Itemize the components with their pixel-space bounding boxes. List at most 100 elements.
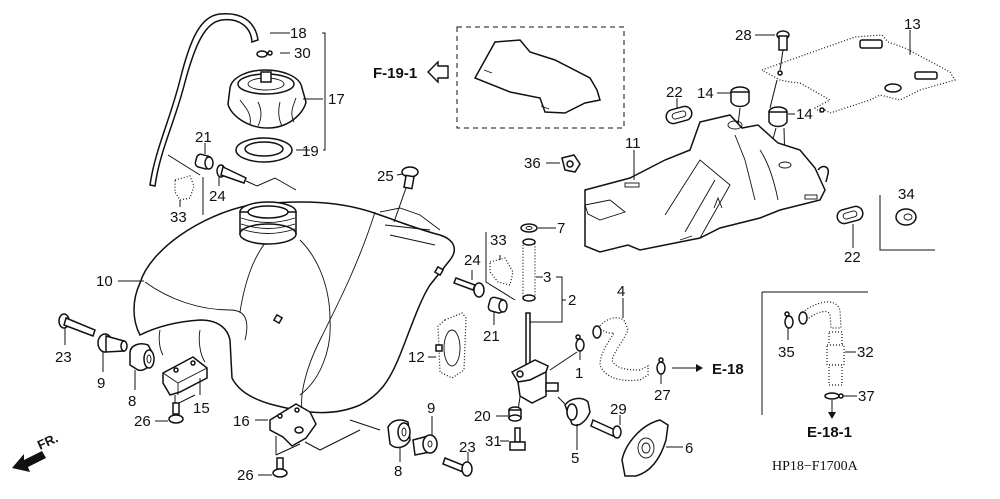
collar-9-center[interactable] (412, 434, 438, 456)
bolt-23-left[interactable] (58, 313, 96, 337)
heat-guard-reference (473, 39, 601, 114)
screw-26-lower[interactable] (272, 457, 288, 478)
screw-25[interactable] (401, 166, 419, 190)
rubber-cushion-8-left[interactable] (129, 343, 155, 372)
drain-tube-32[interactable] (798, 301, 845, 386)
callout-36[interactable]: 36 (524, 155, 541, 172)
callout-10[interactable]: 10 (96, 273, 113, 290)
callout-9-center[interactable]: 9 (427, 400, 435, 417)
callout-8-center[interactable]: 8 (394, 463, 402, 480)
strainer-3[interactable] (522, 238, 536, 302)
callout-19[interactable]: 19 (302, 143, 319, 160)
callout-29[interactable]: 29 (610, 401, 627, 418)
bolt-23-center[interactable] (442, 457, 473, 477)
callout-22-upper[interactable]: 22 (666, 84, 683, 101)
callout-6[interactable]: 6 (685, 440, 693, 457)
clip-30[interactable] (256, 50, 273, 58)
rubber-cushion-8-center[interactable] (387, 419, 411, 449)
bracket-16[interactable] (269, 403, 317, 447)
fuel-hose-4[interactable] (592, 317, 649, 382)
clip-37[interactable] (824, 392, 844, 400)
callout-26-left[interactable]: 26 (134, 413, 151, 430)
callout-4[interactable]: 4 (617, 283, 625, 300)
callout-20[interactable]: 20 (474, 408, 491, 425)
callout-8-left[interactable]: 8 (128, 393, 136, 410)
callout-5[interactable]: 5 (571, 450, 579, 467)
bracket-15[interactable] (162, 356, 208, 396)
callout-33-upper[interactable]: 33 (170, 209, 187, 226)
valve-cover-6[interactable] (621, 419, 669, 477)
collar-9-left[interactable] (97, 333, 128, 353)
callout-14-a[interactable]: 14 (697, 85, 714, 102)
callout-33-center[interactable]: 33 (490, 232, 507, 249)
plate-13[interactable] (760, 34, 956, 114)
clamp-36[interactable] (561, 154, 581, 173)
callout-23-left[interactable]: 23 (55, 349, 72, 366)
ref-e18-1[interactable]: E-18-1 (807, 424, 852, 441)
dashed-reference-box (456, 26, 625, 129)
valve-lever-5[interactable] (564, 397, 591, 426)
clip-1[interactable] (575, 334, 585, 352)
clip-27[interactable] (656, 357, 666, 375)
collar-21-center[interactable] (487, 296, 508, 314)
collar-21-upper[interactable] (194, 153, 214, 170)
clip-35[interactable] (784, 311, 794, 329)
screw-26-left[interactable] (168, 402, 184, 424)
screw-29[interactable] (590, 418, 622, 439)
callout-22-lower[interactable]: 22 (844, 249, 861, 266)
callout-18[interactable]: 18 (290, 25, 307, 42)
fuel-tank-10[interactable] (133, 201, 456, 414)
callout-32[interactable]: 32 (857, 344, 874, 361)
front-label: FR. (35, 430, 60, 452)
bolt-31[interactable] (509, 427, 526, 451)
heat-guard-11[interactable] (584, 114, 830, 253)
hose-clip-33-center[interactable] (489, 257, 514, 286)
callout-2[interactable]: 2 (568, 292, 576, 309)
breather-hose-18[interactable] (149, 12, 259, 187)
callout-25[interactable]: 25 (377, 168, 394, 185)
callout-12[interactable]: 12 (408, 349, 425, 366)
callout-24-upper[interactable]: 24 (209, 188, 226, 205)
callout-7[interactable]: 7 (557, 220, 565, 237)
callout-35[interactable]: 35 (778, 344, 795, 361)
callout-11[interactable]: 11 (625, 135, 641, 152)
washer-7[interactable] (520, 223, 538, 233)
cap-gasket-19[interactable] (235, 137, 293, 163)
callout-24-center[interactable]: 24 (464, 252, 481, 269)
callout-21-upper[interactable]: 21 (195, 129, 212, 146)
callout-21-center[interactable]: 21 (483, 328, 500, 345)
rubber-mount-14-a[interactable] (730, 86, 750, 108)
callout-3[interactable]: 3 (543, 269, 551, 286)
callout-31[interactable]: 31 (485, 433, 502, 450)
grommet-22-upper[interactable] (665, 105, 694, 125)
callout-34[interactable]: 34 (898, 186, 915, 203)
callout-1[interactable]: 1 (575, 365, 583, 382)
drain-plug-20[interactable] (508, 406, 522, 422)
callout-13[interactable]: 13 (904, 16, 921, 33)
callout-27[interactable]: 27 (654, 387, 671, 404)
bolt-24-upper[interactable] (216, 164, 247, 184)
callout-28[interactable]: 28 (735, 27, 752, 44)
rubber-mount-14-b[interactable] (768, 106, 788, 128)
grommet-34[interactable] (895, 208, 917, 226)
callout-17[interactable]: 17 (328, 91, 345, 108)
fuel-valve-2[interactable] (510, 312, 559, 404)
callout-9-left[interactable]: 9 (97, 375, 105, 392)
bolt-24-center[interactable] (453, 277, 485, 298)
callout-23-center[interactable]: 23 (459, 439, 476, 456)
bolt-28[interactable] (776, 30, 790, 51)
grommet-22-lower[interactable] (836, 205, 865, 225)
ref-f19-1[interactable]: F-19-1 (373, 65, 417, 82)
valve-mount-12[interactable] (435, 312, 467, 379)
callout-15[interactable]: 15 (193, 400, 210, 417)
front-direction-arrow: FR. (12, 430, 60, 472)
callout-37[interactable]: 37 (858, 388, 875, 405)
callout-26-lower[interactable]: 26 (237, 467, 254, 484)
ref-e18[interactable]: E-18 (712, 361, 744, 378)
callout-16[interactable]: 16 (233, 413, 250, 430)
hose-clip-33-upper[interactable] (174, 175, 195, 201)
fuel-cap-17[interactable] (227, 69, 307, 129)
callout-30[interactable]: 30 (294, 45, 311, 62)
callout-14-b[interactable]: 14 (796, 106, 813, 123)
